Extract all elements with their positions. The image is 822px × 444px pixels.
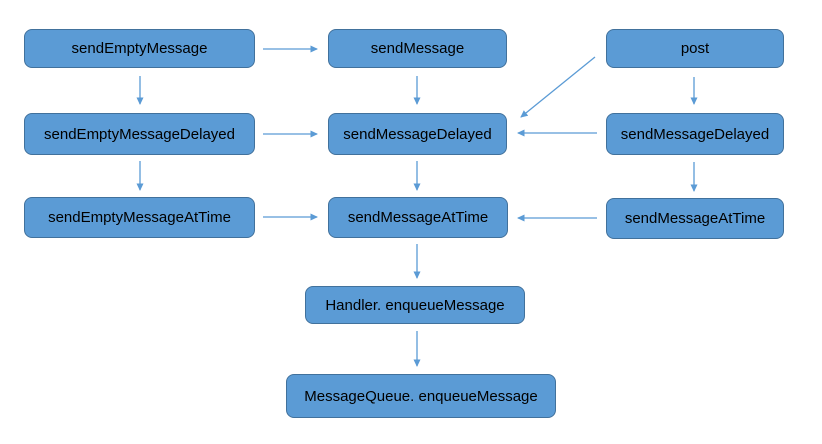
node-post: post (606, 29, 784, 68)
node-handler-enqueue-message: Handler. enqueueMessage (305, 286, 525, 324)
node-send-empty-message-delayed: sendEmptyMessageDelayed (24, 113, 255, 155)
node-send-message-at-time-mid: sendMessageAtTime (328, 197, 508, 238)
node-messagequeue-enqueue-message: MessageQueue. enqueueMessage (286, 374, 556, 418)
node-send-message-at-time-right: sendMessageAtTime (606, 198, 784, 239)
edge-post-to-sendmessagedelayed-mid (520, 56, 596, 118)
node-send-message-delayed-mid: sendMessageDelayed (328, 113, 507, 155)
node-send-empty-message: sendEmptyMessage (24, 29, 255, 68)
node-send-message-delayed-right: sendMessageDelayed (606, 113, 784, 155)
node-send-empty-message-at-time: sendEmptyMessageAtTime (24, 197, 255, 238)
node-send-message: sendMessage (328, 29, 507, 68)
